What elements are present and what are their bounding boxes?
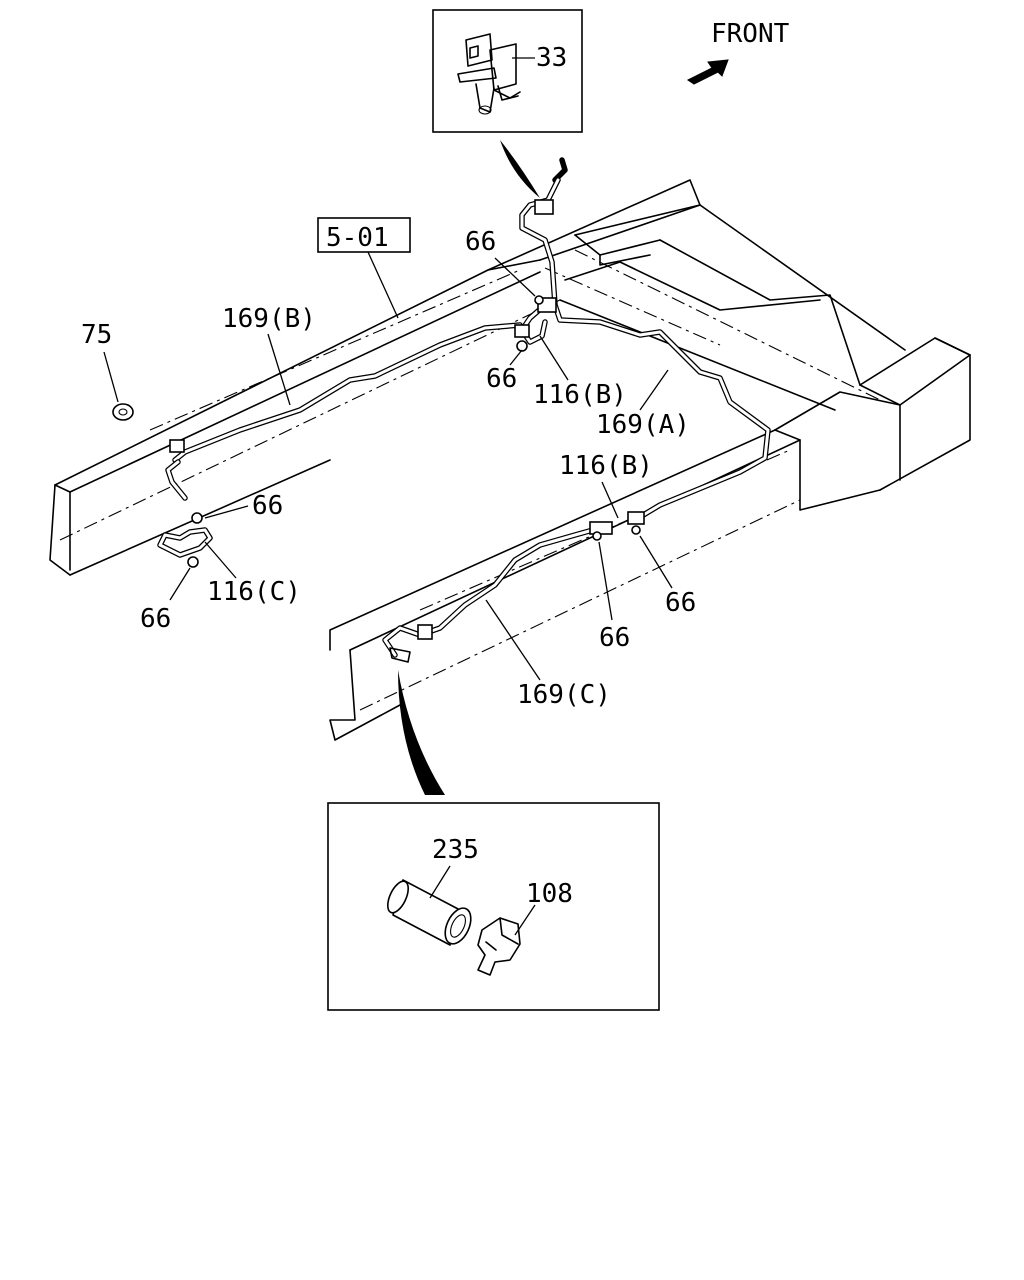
detail-pointer-top (500, 140, 540, 198)
detail-box-33 (432, 9, 583, 133)
callout-116b-top: 116(B) (533, 380, 627, 410)
callout-66-left: 66 (252, 491, 283, 521)
detail-pointer-bottom (398, 670, 445, 795)
callout-75: 75 (81, 320, 112, 350)
callout-169a: 169(A) (596, 410, 690, 440)
clamp-hardware (169, 199, 645, 663)
callout-116b-right: 116(B) (559, 451, 653, 481)
leader-66-top (494, 257, 536, 297)
leader-66-left (204, 505, 249, 519)
callout-66-top: 66 (465, 227, 496, 257)
leader-66-bottom-left (169, 567, 191, 601)
leader-66-mid (509, 349, 523, 366)
clip-108-icon (477, 917, 521, 976)
leader-116b-top (539, 335, 569, 381)
leader-75 (103, 351, 119, 403)
pipe-sleeve-235-icon (386, 879, 472, 946)
callout-116c: 116(C) (207, 577, 301, 607)
pipe-169c (382, 525, 603, 658)
right-frame-rail (329, 337, 971, 741)
callout-66-bottom-left: 66 (140, 604, 171, 634)
callout-33: 33 (536, 43, 567, 73)
cross-member (487, 179, 906, 411)
pipe-169a (519, 157, 771, 520)
hose-116c (157, 527, 213, 558)
leader-235 (429, 865, 451, 899)
leader-169c (485, 599, 541, 681)
pipe-169b (165, 322, 523, 501)
nut-75-icon (112, 403, 134, 421)
front-arrow-icon (687, 59, 729, 85)
callout-66-right-a: 66 (665, 588, 696, 618)
leader-108 (514, 904, 536, 936)
callout-169c: 169(C) (517, 680, 611, 710)
leader-169b (267, 333, 291, 406)
callout-66-mid: 66 (486, 364, 517, 394)
leader-116b-right (601, 481, 619, 519)
callout-169b: 169(B) (222, 304, 316, 334)
callout-66-right-b: 66 (599, 623, 630, 653)
leader-116c (204, 541, 237, 579)
front-direction-label: FRONT (711, 19, 790, 49)
detail-box-235-108 (327, 802, 660, 1011)
reference-leader (367, 251, 399, 319)
leader-66-right-a (639, 535, 673, 589)
callout-235: 235 (432, 835, 479, 865)
reference-box (317, 217, 411, 253)
leader-66-right-b (598, 541, 613, 621)
bracket-33-icon (457, 33, 521, 115)
callout-108: 108 (526, 879, 573, 909)
leader-169a (639, 369, 669, 411)
reference-label: 5-01 (326, 223, 389, 253)
